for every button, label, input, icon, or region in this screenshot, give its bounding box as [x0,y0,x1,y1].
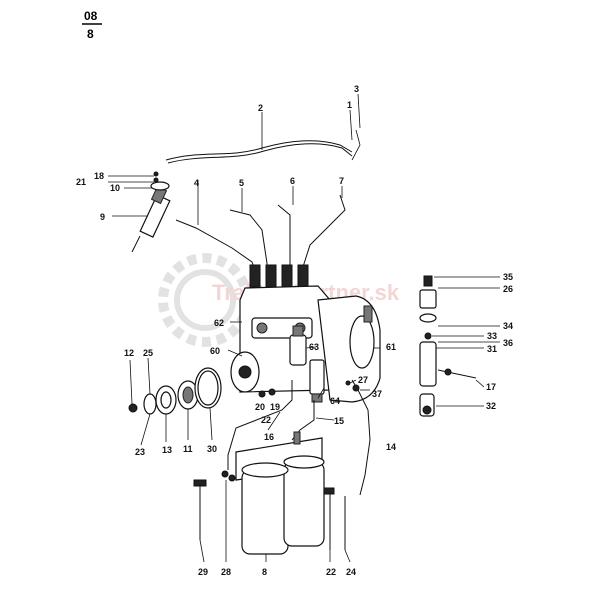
callout-13: 13 [162,445,172,455]
callout-23: 23 [135,447,145,457]
washer-20 [258,390,266,398]
callout-14: 14 [386,442,396,452]
callout-5: 5 [239,178,244,188]
callout-10: 10 [110,183,120,193]
callout-29: 29 [198,567,208,577]
washer-21 [153,177,159,183]
callout-35: 35 [503,272,513,282]
injector-nozzle [131,185,171,253]
callout-12: 12 [124,348,134,358]
callout-26: 26 [503,284,513,294]
leader-lines [108,93,500,563]
seal-ring [150,181,170,191]
sheet-code: 08 8 [82,9,102,41]
callout-24: 24 [346,567,356,577]
callout-8: 8 [262,567,267,577]
callout-60: 60 [210,346,220,356]
callout-11: 11 [183,444,193,454]
callout-25: 25 [143,348,153,358]
callout-33: 33 [487,331,497,341]
callout-36: 36 [503,338,513,348]
callout-17: 17 [486,382,496,392]
callout-7: 7 [339,176,344,186]
bolts [193,470,346,550]
injection-lines [165,129,361,279]
callout-30: 30 [207,444,217,454]
callout-18: 18 [94,171,104,181]
screw-27 [345,380,351,386]
callout-19: 19 [270,402,280,412]
callout-9: 9 [100,212,105,222]
callout-34: 34 [503,321,513,331]
fuel-filter [235,431,325,555]
callout-32: 32 [486,401,496,411]
callout-21: 21 [76,177,86,187]
callout-1: 1 [347,100,352,110]
nut-19 [268,388,276,396]
callout-3: 3 [354,84,359,94]
callout-2: 2 [258,103,263,113]
callout-31: 31 [487,344,497,354]
callout-63: 63 [309,342,319,352]
callout-16: 16 [264,432,274,442]
sheet-code-top: 08 [84,9,98,23]
injection-pump [230,264,381,403]
overflow-valve-parts [419,275,477,417]
sheet-code-bottom: 8 [87,27,94,41]
callout-22a: 22 [261,415,271,425]
callout-62: 62 [214,318,224,328]
drive-shaft-parts [128,367,222,415]
callout-20: 20 [255,402,265,412]
nut-18 [153,171,159,177]
callout-6: 6 [290,176,295,186]
callout-28: 28 [221,567,231,577]
callout-15: 15 [334,416,344,426]
callout-61: 61 [386,342,396,352]
callout-4: 4 [194,178,199,188]
callout-27: 27 [358,375,368,385]
callout-22b: 22 [326,567,336,577]
washer-37 [352,384,360,392]
callout-labels: 1 2 3 4 5 6 7 8 9 10 11 12 13 14 15 16 1… [76,84,513,577]
callout-37: 37 [372,389,382,399]
callout-64: 64 [330,396,340,406]
